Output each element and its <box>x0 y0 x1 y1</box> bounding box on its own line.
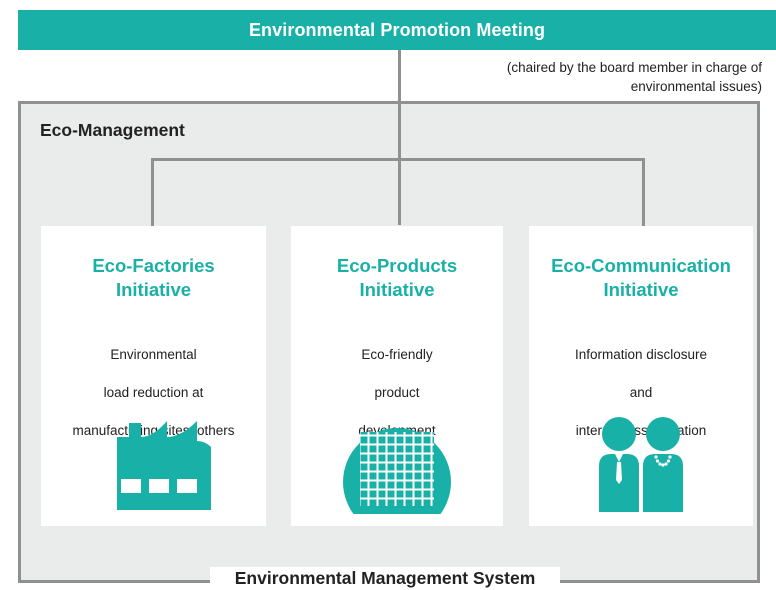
connector-left-drop <box>151 158 154 226</box>
wafer-icon <box>343 428 451 514</box>
desc-line-1: Environmental <box>110 347 197 362</box>
desc-line-1: Eco-friendly <box>361 347 433 362</box>
card-description: Information disclosure and internal diss… <box>529 326 753 459</box>
card-title: Eco-Factories Initiative <box>41 254 266 302</box>
connector-trunk <box>398 101 401 225</box>
desc-line-1: Information disclosure <box>574 347 708 362</box>
system-label-text: Environmental Management System <box>234 567 536 588</box>
meeting-title: Environmental Promotion Meeting <box>248 19 546 40</box>
chair-note-line-2: environmental issues) <box>630 79 762 94</box>
factory-icon <box>117 421 211 510</box>
desc-line-2: load reduction at <box>103 385 204 400</box>
eco-management-label: Eco-Management <box>40 120 185 140</box>
connector-right-drop <box>642 158 645 226</box>
card-title: Eco-Communication Initiative <box>529 254 753 302</box>
title-line-1: Eco-Factories <box>92 255 215 276</box>
title-line-2: Initiative <box>115 279 192 300</box>
eco-products-card: Eco-Products Initiative Eco-friendly pro… <box>291 226 503 526</box>
title-line-1: Eco-Communication <box>551 255 731 276</box>
desc-line-2: and <box>629 385 653 400</box>
eco-factories-card: Eco-Factories Initiative Environmental l… <box>41 226 266 526</box>
desc-line-2: product <box>374 385 420 400</box>
title-line-2: Initiative <box>603 279 679 300</box>
people-icon <box>599 417 683 512</box>
chair-note: (chaired by the board member in charge o… <box>422 58 762 96</box>
title-line-2: Initiative <box>359 279 435 300</box>
title-line-1: Eco-Products <box>336 255 458 276</box>
eco-communication-card: Eco-Communication Initiative Information… <box>529 226 753 526</box>
chair-note-line-1: (chaired by the board member in charge o… <box>506 60 762 75</box>
connector-horizontal <box>151 158 645 161</box>
connector-line <box>398 50 401 101</box>
environmental-promotion-meeting-bar: Environmental Promotion Meeting <box>18 10 776 50</box>
environmental-management-system-label: Environmental Management System <box>210 567 560 589</box>
card-title: Eco-Products Initiative <box>291 254 503 302</box>
